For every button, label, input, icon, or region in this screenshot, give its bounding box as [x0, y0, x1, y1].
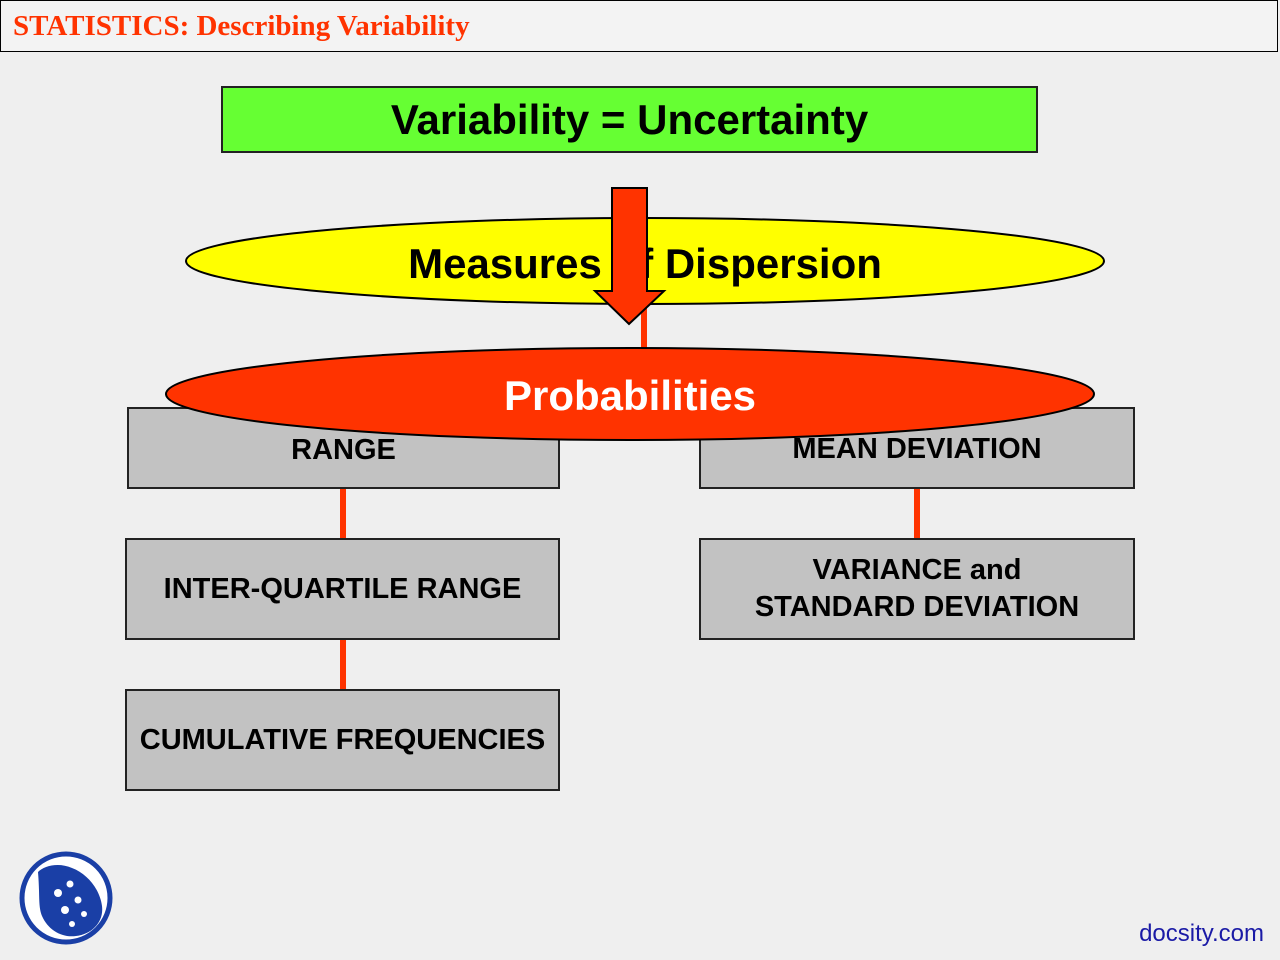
standard-deviation-label: STANDARD DEVIATION	[754, 591, 1080, 623]
measures-ellipse	[185, 217, 1105, 305]
cumulative-frequencies-label: CUMULATIVE FREQUENCIES	[139, 723, 546, 756]
variability-label: Variability = Uncertainty	[390, 95, 869, 143]
mean-deviation-box: MEAN DEVIATION	[699, 407, 1135, 489]
connector-iqr-cumulative	[340, 638, 346, 690]
slide-title: STATISTICS: Describing Variability	[13, 10, 470, 42]
connector-center	[641, 300, 647, 360]
docsity-logo-icon	[19, 851, 113, 945]
variance-label: VARIANCE and	[812, 554, 1022, 586]
title-bar: STATISTICS: Describing Variability	[0, 0, 1278, 52]
inter-quartile-range-label: INTER-QUARTILE RANGE	[163, 572, 522, 605]
variance-sd-box: VARIANCE and STANDARD DEVIATION	[699, 538, 1135, 640]
measures-label: Measures of Dispersion	[408, 240, 882, 287]
down-arrow-icon	[592, 187, 667, 326]
docsity-link[interactable]: docsity.com	[1139, 920, 1264, 947]
connector-range-iqr	[340, 487, 346, 539]
inter-quartile-range-box: INTER-QUARTILE RANGE	[125, 538, 560, 640]
cumulative-frequencies-box: CUMULATIVE FREQUENCIES	[125, 689, 560, 791]
range-box: RANGE	[127, 407, 560, 489]
connector-mean-variance	[914, 487, 920, 539]
variability-box: Variability = Uncertainty	[221, 86, 1038, 153]
range-label: RANGE	[291, 433, 396, 466]
mean-deviation-label: MEAN DEVIATION	[792, 432, 1042, 465]
